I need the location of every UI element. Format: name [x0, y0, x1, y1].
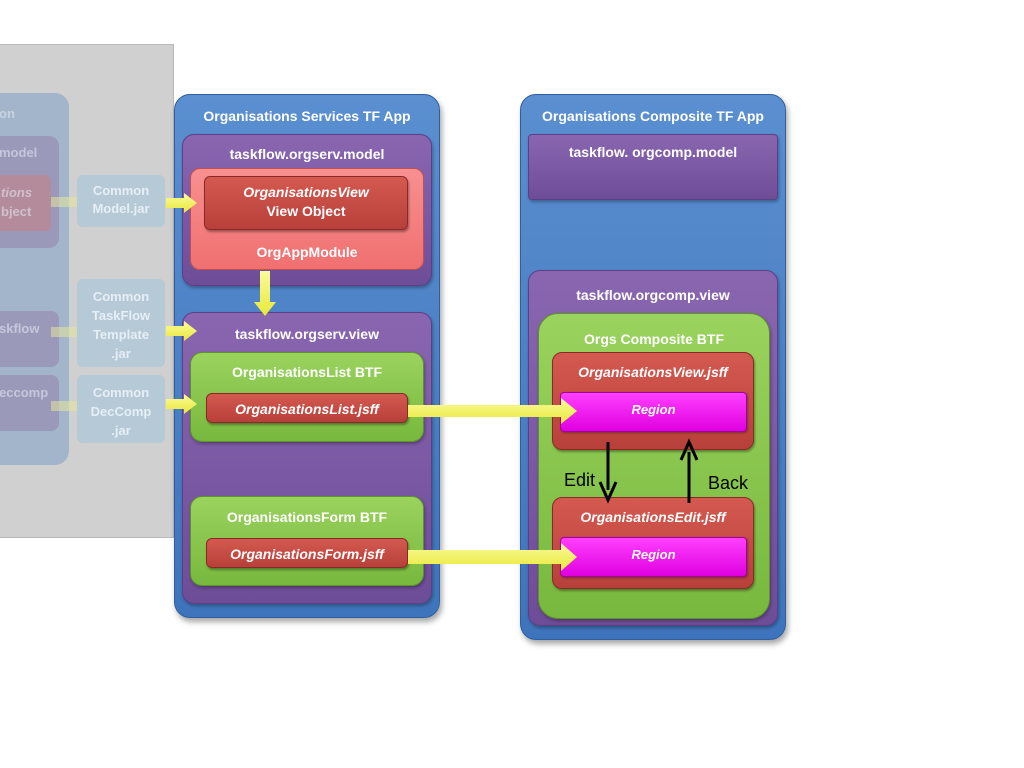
faded-app-title: on — [0, 106, 15, 121]
orgcomp-model-title: taskflow. orgcomp.model — [568, 144, 738, 160]
orgcomp-view-title: taskflow.orgcomp.view — [576, 287, 730, 303]
edit-region — [560, 537, 747, 577]
organisations-view-jsff-label: OrganisationsView.jsff — [578, 364, 728, 380]
common-model-jar-line2: Model.jar — [92, 201, 150, 216]
view-region-label: Region — [631, 402, 676, 417]
orgs-composite-btf-title: Orgs Composite BTF — [583, 331, 724, 347]
view-object-label: View Object — [266, 203, 346, 219]
common-deccomp-jar-line1: Common — [92, 385, 150, 400]
common-model-jar — [77, 175, 165, 227]
faded-deccomp-label: eccomp — [0, 385, 49, 400]
organisations-list-jsff-label: OrganisationsList.jsff — [235, 401, 379, 417]
faded-object-line1: tions — [1, 185, 33, 200]
common-taskflow-jar-line2: TaskFlow — [91, 308, 151, 323]
services-app-title: Organisations Services TF App — [203, 108, 411, 124]
common-deccomp-jar-line2: DecComp — [90, 404, 152, 419]
faded-taskflow-label: skflow — [0, 321, 40, 336]
faded-object-box — [0, 175, 51, 231]
edit-arrow-label: Edit — [564, 470, 596, 490]
common-taskflow-jar-line1: Common — [92, 289, 150, 304]
orgserv-model-title: taskflow.orgserv.model — [229, 146, 385, 162]
organisations-view-object — [204, 176, 408, 230]
view-object-name: OrganisationsView — [243, 184, 369, 200]
org-app-module-label: OrgAppModule — [256, 244, 358, 260]
orgcomp-model-container — [528, 134, 778, 200]
organisations-edit-jsff-label: OrganisationsEdit.jsff — [580, 509, 726, 525]
common-model-jar-line1: Common — [92, 183, 150, 198]
organisations-list-btf-title: OrganisationsList BTF — [231, 364, 383, 380]
faded-connector — [51, 327, 77, 337]
faded-object-line2: bject — [1, 204, 32, 219]
view-region — [560, 392, 747, 432]
common-deccomp-jar-line3: .jar — [111, 423, 131, 438]
faded-left-panel: on model tions bject skflow eccomp Commo… — [0, 44, 174, 538]
common-taskflow-jar-line4: .jar — [111, 346, 131, 361]
organisations-form-btf-title: OrganisationsForm BTF — [226, 509, 388, 525]
orgserv-view-title: taskflow.orgserv.view — [235, 326, 379, 342]
organisations-list-jsff — [206, 393, 408, 423]
composite-app-title: Organisations Composite TF App — [542, 108, 764, 124]
faded-deccomp-box — [0, 375, 59, 431]
common-taskflow-template-jar — [77, 279, 165, 367]
faded-connector — [51, 197, 77, 207]
organisations-form-jsff-label: OrganisationsForm.jsff — [230, 546, 384, 562]
back-arrow-label: Back — [708, 473, 749, 493]
faded-model-title: model — [0, 145, 38, 160]
faded-connector — [51, 401, 77, 411]
common-taskflow-jar-line3: Template — [92, 327, 150, 342]
common-deccomp-jar — [77, 375, 165, 443]
edit-region-label: Region — [631, 547, 676, 562]
faded-taskflow-box — [0, 311, 59, 367]
organisations-form-jsff — [206, 538, 408, 568]
